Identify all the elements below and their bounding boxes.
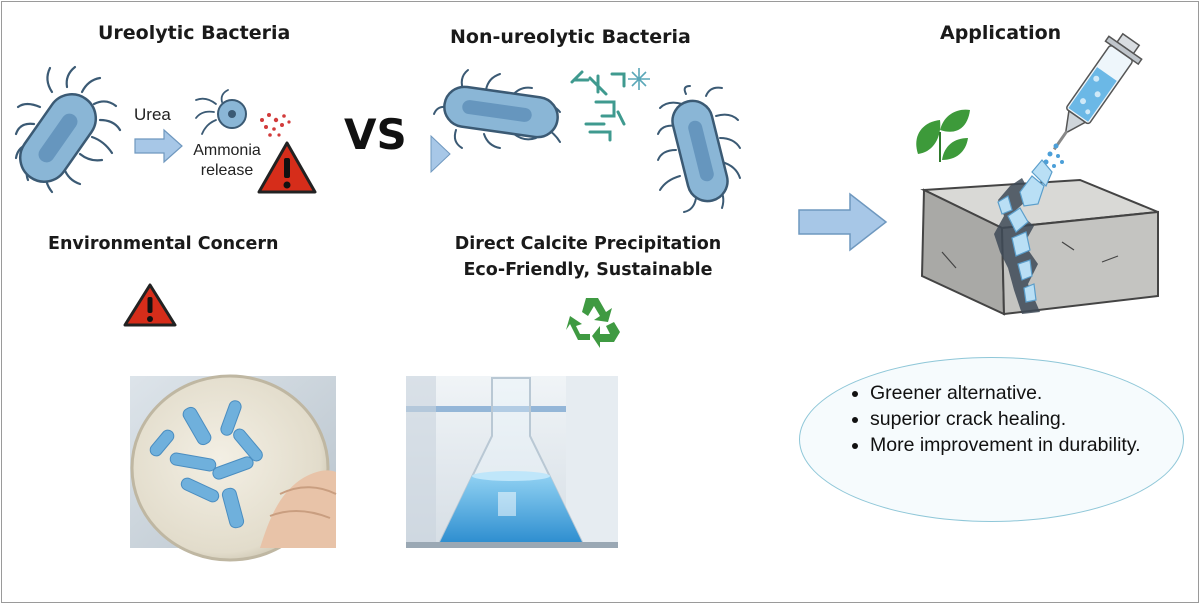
ureolytic-title: Ureolytic Bacteria xyxy=(98,22,291,44)
urea-arrow-icon xyxy=(134,128,183,164)
ammonia-label: Ammonia release xyxy=(188,141,266,181)
application-arrow-icon xyxy=(798,192,888,252)
direct-calcite-label: Direct Calcite Precipitation xyxy=(454,234,722,254)
triangle-arrow-icon xyxy=(430,134,451,174)
non-ureolytic-bacterium-2-icon xyxy=(657,85,741,213)
application-title: Application xyxy=(940,22,1062,44)
non-ureolytic-title: Non-ureolytic Bacteria xyxy=(450,26,691,48)
urea-label: Urea xyxy=(134,105,171,124)
benefit-item: More improvement in durability. xyxy=(870,432,1170,458)
flask-photo xyxy=(406,376,618,548)
concrete-block-icon xyxy=(920,159,1159,316)
vs-label: VS xyxy=(344,110,407,159)
environmental-concern-label: Environmental Concern xyxy=(48,234,279,254)
benefit-item: Greener alternative. xyxy=(870,380,1170,406)
non-ureolytic-bacterium-icon xyxy=(433,69,561,149)
leaf-icon xyxy=(916,109,970,162)
ureolytic-bacterium-icon xyxy=(14,65,122,194)
warning-small-icon xyxy=(123,283,177,327)
benefit-item: superior crack healing. xyxy=(870,406,1170,432)
ammonia-line-1: Ammonia xyxy=(193,142,261,159)
petri-dish-photo xyxy=(130,374,337,562)
benefits-ellipse: Greener alternative. superior crack heal… xyxy=(799,357,1184,522)
syringe-icon xyxy=(1043,32,1143,168)
small-bacterium-icon xyxy=(195,89,247,135)
eco-friendly-label: Eco-Friendly, Sustainable xyxy=(463,260,713,280)
recycle-icon xyxy=(566,298,620,348)
benefits-list: Greener alternative. superior crack heal… xyxy=(846,380,1170,458)
warning-icon xyxy=(257,141,317,194)
ammonia-line-2: release xyxy=(200,162,254,179)
ammonia-particles-icon xyxy=(260,113,291,137)
calcite-crystal-icon xyxy=(570,68,650,142)
